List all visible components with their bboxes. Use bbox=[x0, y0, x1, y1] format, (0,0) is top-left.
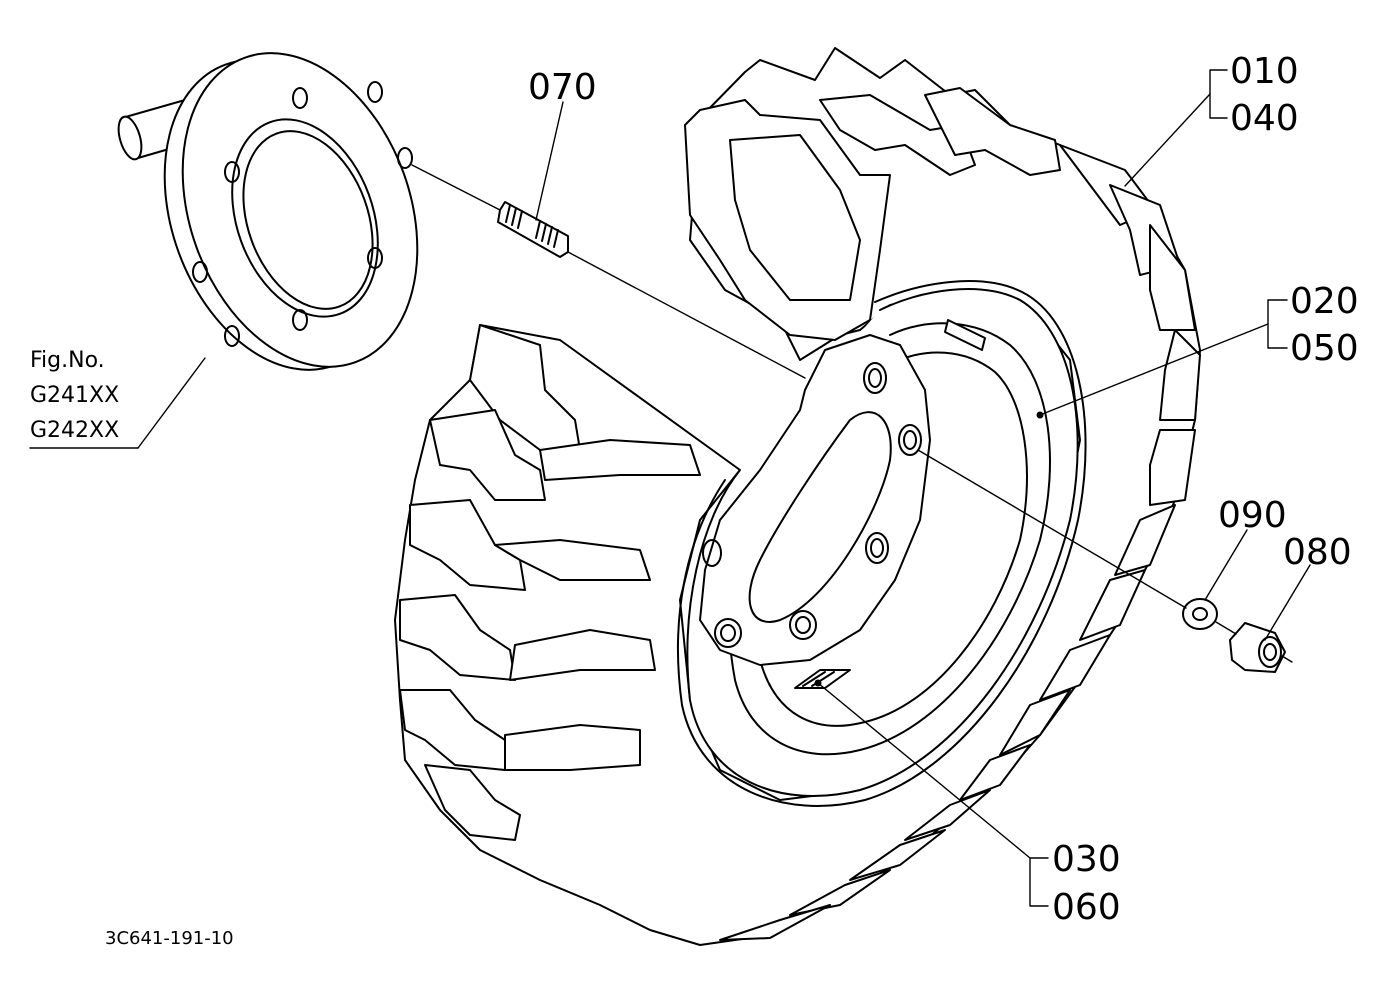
leader-dot-030 bbox=[814, 679, 822, 687]
leader-lines bbox=[29, 69, 1311, 907]
wheel-nut bbox=[1229, 622, 1286, 673]
washer bbox=[1182, 598, 1218, 630]
tire bbox=[394, 47, 1201, 946]
figure-ref-g242xx: G242XX bbox=[30, 418, 120, 443]
part-label-010: 010 bbox=[1230, 51, 1299, 92]
wheel-rim bbox=[677, 280, 1087, 807]
axle-hub-flange bbox=[117, 52, 419, 371]
part-label-040: 040 bbox=[1230, 98, 1299, 139]
part-label-050: 050 bbox=[1290, 328, 1359, 369]
figure-ref-label: Fig.No. bbox=[30, 348, 105, 373]
wheel-stud bbox=[497, 201, 569, 258]
part-label-090: 090 bbox=[1218, 495, 1287, 536]
part-label-070: 070 bbox=[528, 67, 597, 108]
part-label-060: 060 bbox=[1052, 887, 1121, 928]
part-label-080: 080 bbox=[1283, 532, 1352, 573]
leader-dot-020 bbox=[1036, 411, 1044, 419]
figure-ref-g241xx: G241XX bbox=[30, 383, 120, 408]
drawing-code: 3C641-191-10 bbox=[105, 928, 234, 949]
part-label-020: 020 bbox=[1290, 281, 1359, 322]
part-label-030: 030 bbox=[1052, 839, 1121, 880]
